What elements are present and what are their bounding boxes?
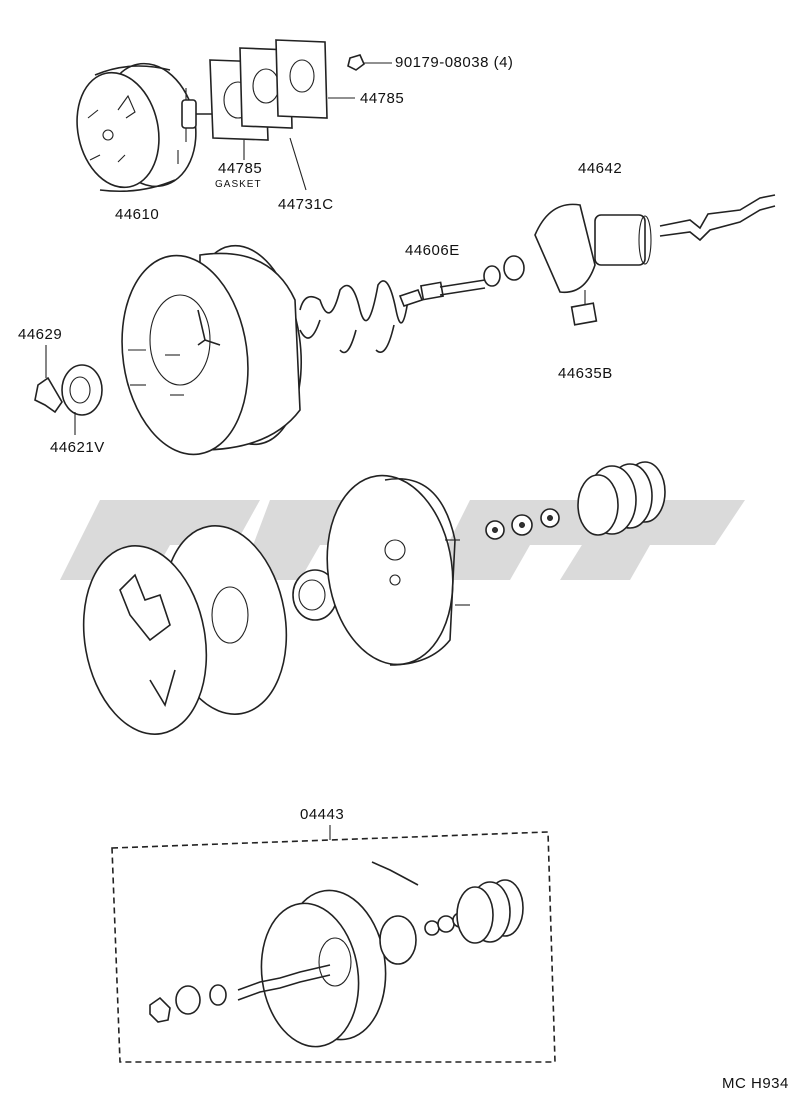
- label-04443: 04443: [300, 806, 345, 823]
- repair-kit-box-04443: [111, 825, 556, 1063]
- label-44629: 44629: [18, 326, 63, 343]
- label-44610: 44610: [115, 206, 160, 223]
- booster-assembly-44610: [76, 62, 232, 193]
- label-gasket: GASKET: [215, 179, 262, 190]
- rear-shell-plate: [326, 474, 470, 666]
- push-rod-44606E: [398, 255, 525, 307]
- label-44785-right: 44785: [360, 90, 405, 107]
- diagram-code: MC H934: [722, 1075, 789, 1092]
- label-90179-08038: 90179-08038 (4): [395, 54, 514, 71]
- label-44621V: 44621V: [50, 439, 105, 456]
- label-44635B: 44635B: [558, 365, 613, 382]
- label-44642: 44642: [578, 160, 623, 177]
- booster-shell-large: [121, 244, 303, 456]
- small-washers: [485, 508, 560, 540]
- nut-90179: [347, 54, 392, 71]
- front-shell-and-diaphragm: [82, 525, 288, 735]
- retainer-and-seal: [34, 345, 103, 435]
- label-44606E: 44606E: [405, 242, 460, 259]
- label-44731C: 44731C: [278, 196, 334, 213]
- valve-body-44642: [534, 194, 776, 326]
- return-spring: [299, 280, 409, 354]
- label-44785-left: 44785: [218, 160, 263, 177]
- bellows-boot: [577, 461, 666, 536]
- gasket-plates: [209, 39, 355, 191]
